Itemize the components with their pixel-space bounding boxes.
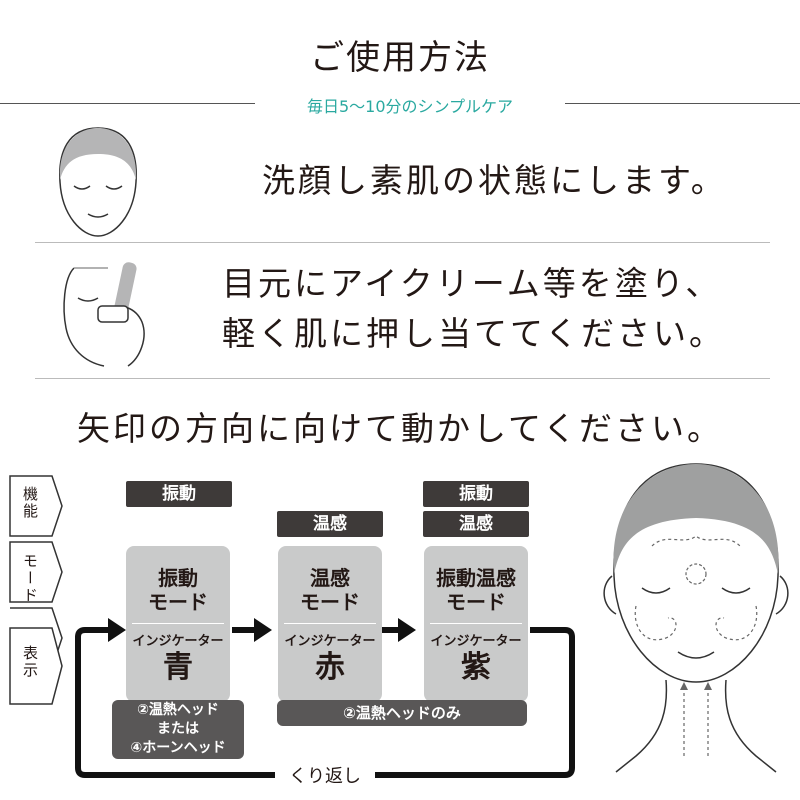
mode-name: 温感 モード bbox=[300, 566, 360, 614]
mode-card-warm: 温感 モード インジケーター 赤 bbox=[278, 546, 382, 702]
step-3-text: 矢印の方向に向けて動かしてください。 bbox=[76, 409, 724, 448]
face-illustration-icon bbox=[59, 127, 137, 237]
mode-name: 振動 モード bbox=[148, 566, 208, 614]
head-info-mode-2-3: ②温熱ヘッドのみ bbox=[277, 700, 527, 726]
indicator-color: 紫 bbox=[461, 650, 491, 685]
side-label-display: 表示 bbox=[21, 645, 39, 679]
side-tab-display-outline bbox=[9, 627, 63, 705]
subtitle-rule-left bbox=[0, 103, 258, 104]
head-info-mode-1: ②温熱ヘッド または ④ホーンヘッド bbox=[112, 700, 244, 759]
function-tag-vibration: 振動 bbox=[126, 481, 232, 507]
mode-separator bbox=[132, 623, 224, 624]
mode-card-vibration-warm: 振動温感 モード インジケーター 紫 bbox=[424, 546, 528, 702]
loop-label: くり返し bbox=[275, 762, 375, 788]
step-2-line-1: 目元にアイクリーム等を塗り、 bbox=[222, 264, 722, 303]
function-tag-warm: 温感 bbox=[277, 511, 383, 537]
head-info-line: ②温熱ヘッド bbox=[137, 702, 219, 718]
head-info-line: ④ホーンヘッド bbox=[130, 740, 226, 756]
step-2-line-2: 軽く肌に押し当ててください。 bbox=[222, 314, 726, 353]
indicator-color: 青 bbox=[163, 650, 193, 685]
page-title: ご使用方法 bbox=[310, 38, 490, 78]
mode-separator bbox=[284, 623, 376, 624]
side-label-mode: モード bbox=[21, 553, 39, 604]
indicator-label: インジケーター bbox=[430, 634, 522, 649]
mode-card-vibration: 振動 モード インジケーター 青 bbox=[126, 546, 230, 702]
step-1-text: 洗顔し素肌の状態にします。 bbox=[262, 161, 727, 200]
mode-name: 振動温感 モード bbox=[436, 566, 516, 614]
function-tag-vibration: 振動 bbox=[423, 481, 529, 507]
side-tabs-outline bbox=[9, 475, 63, 654]
indicator-label: インジケーター bbox=[284, 634, 376, 649]
subtitle-rule-right bbox=[562, 103, 800, 104]
side-label-function: 機能 bbox=[21, 486, 39, 520]
step-divider bbox=[35, 242, 770, 243]
indicator-label: インジケーター bbox=[132, 634, 224, 649]
head-info-line: または bbox=[157, 721, 199, 737]
indicator-color: 赤 bbox=[315, 650, 345, 685]
eye-care-illustration-icon bbox=[63, 262, 145, 367]
mode-separator bbox=[430, 623, 522, 624]
page-subtitle: 毎日5〜10分のシンプルケア bbox=[255, 93, 565, 117]
face-massage-direction-icon bbox=[603, 463, 789, 773]
function-tag-warm: 温感 bbox=[423, 511, 529, 537]
step-divider bbox=[35, 378, 770, 379]
